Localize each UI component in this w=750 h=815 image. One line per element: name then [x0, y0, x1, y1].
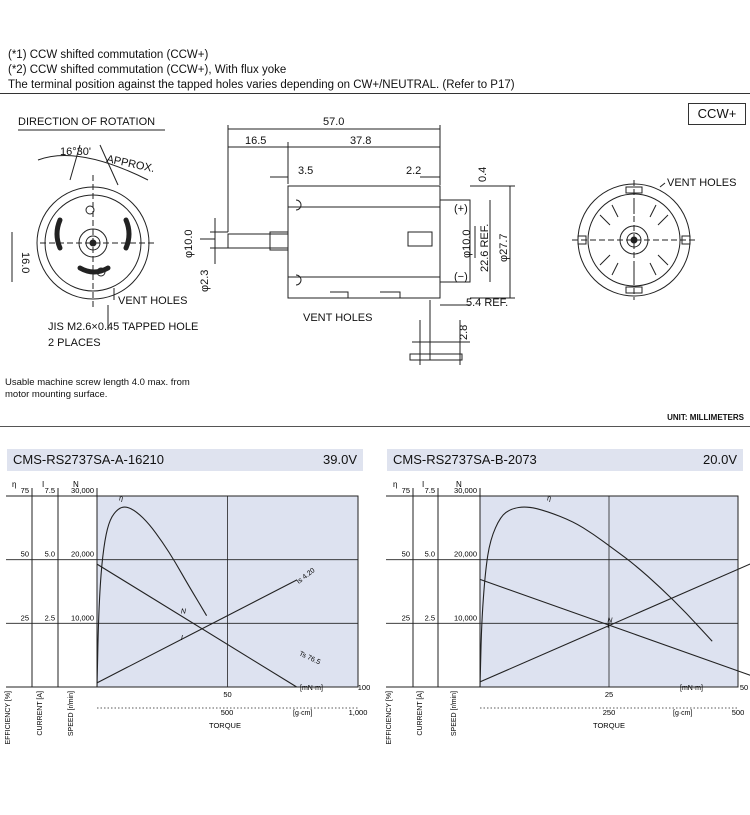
chart-1-x-tick-gcm: 1,000	[349, 708, 368, 717]
dim-phi10-right: φ10.0	[461, 229, 473, 258]
dim-22-6: 22.6 REF.	[479, 224, 491, 272]
screw-note-line-1: Usable machine screw length 4.0 max. fro…	[5, 377, 190, 388]
tapped-hole-label: JIS M2.6×0.45 TAPPED HOLE	[48, 321, 198, 333]
chart-1-efficiency-tick: 50	[21, 550, 29, 559]
chart-2-efficiency-tick: 25	[402, 613, 410, 622]
chart-2-x-unit: [mN·m]	[680, 685, 703, 692]
screw-note-line-2: motor mounting surface.	[5, 389, 108, 400]
unit-label: UNIT: MILLIMETERS	[667, 413, 744, 422]
chart-2-efficiency-tick: 50	[402, 550, 410, 559]
chart-2-speed-tick: 20,000	[454, 550, 477, 559]
chart-2-x-tick-gcm: 250	[603, 708, 616, 717]
chart-2-eta-header: η	[393, 480, 397, 489]
dim-3-5: 3.5	[298, 165, 313, 177]
chart-1-x-unit-gcm: [g·cm]	[293, 710, 313, 717]
chart-2-speed-tick: 10,000	[454, 613, 477, 622]
vent-holes-bottom-label: VENT HOLES	[303, 312, 373, 324]
chart-1-current-axis-title: CURRENT [A]	[37, 691, 44, 736]
chart-1-speed-tick: 10,000	[71, 613, 94, 622]
mid-rule	[0, 426, 750, 427]
chart-2-current-series-label: I	[607, 623, 609, 630]
ccw-badge: CCW+	[688, 103, 746, 125]
chart-2-voltage: 20.0V	[703, 452, 737, 467]
chart-1-speed-tick: 30,000	[71, 486, 94, 495]
angle-label: 16°30'	[60, 146, 91, 158]
chart-2-current-tick: 5.0	[425, 550, 435, 559]
vent-holes-right-label: VENT HOLES	[667, 177, 737, 189]
chart-2-x-unit-gcm: [g·cm]	[673, 710, 693, 717]
chart-2-x-axis-title: TORQUE	[593, 721, 625, 730]
dim-5-4: 5.4 REF.	[466, 297, 508, 309]
chart-1-current-series-label: I	[181, 635, 183, 642]
chart-1-i-header: I	[42, 480, 44, 489]
chart-1-efficiency-axis-title: EFFICIENCY [%]	[5, 691, 12, 745]
chart-1-voltage: 39.0V	[323, 452, 357, 467]
chart-2-current-tick: 7.5	[425, 486, 435, 495]
chart-2-speed-tick: 30,000	[454, 486, 477, 495]
chart-1-current-tick: 7.5	[45, 486, 55, 495]
chart-2-efficiency-tick: 75	[402, 486, 410, 495]
chart-1-eta-header: η	[12, 480, 16, 489]
chart-2-efficiency-series-label: η	[547, 496, 551, 503]
chart-2-series-speed	[479, 578, 750, 676]
plus-terminal: (+)	[454, 203, 468, 215]
chart-1-x-tick: 50	[223, 690, 231, 699]
chart-1-speed-tick: 20,000	[71, 550, 94, 559]
chart-1-x-axis-title: TORQUE	[209, 721, 241, 730]
chart-2-series-current	[479, 563, 750, 683]
chart-1-current-tick: 2.5	[45, 613, 55, 622]
dim-0-4: 0.4	[477, 167, 489, 182]
notes-block: (*1) CCW shifted commutation (CCW+) (*2)…	[8, 48, 515, 93]
chart-1-current-tick: 5.0	[45, 550, 55, 559]
chart-2-current-axis-title: CURRENT [A]	[417, 691, 424, 736]
chart-1-x-unit: [mN·m]	[300, 685, 323, 692]
dim-16-0: 16.0	[19, 252, 31, 273]
chart-1-x-tick-gcm: 500	[221, 708, 234, 717]
chart-2-i-header: I	[422, 480, 424, 489]
chart-2-n-header: N	[456, 480, 462, 489]
chart-2-x-tick: 25	[605, 690, 613, 699]
dim-phi2-3: φ2.3	[199, 270, 211, 292]
minus-terminal: (−)	[454, 271, 468, 283]
chart-2-speed-series-label: N	[607, 618, 613, 625]
chart-2-series-efficiency	[479, 506, 713, 688]
top-rule	[0, 93, 750, 94]
note-2: (*2) CCW shifted commutation (CCW+), Wit…	[8, 64, 287, 76]
chart-1-series-efficiency	[96, 506, 208, 688]
places-label: 2 PLACES	[48, 337, 101, 349]
chart-1-header: CMS-RS2737SA-A-16210 39.0V	[7, 449, 363, 471]
chart-1-n-header: N	[73, 480, 79, 489]
chart-1-efficiency-tick: 25	[21, 613, 29, 622]
dim-37-8: 37.8	[350, 135, 371, 147]
vent-holes-left-label: VENT HOLES	[118, 295, 188, 307]
chart-1-model: CMS-RS2737SA-A-16210	[13, 452, 165, 467]
note-3: The terminal position against the tapped…	[8, 79, 515, 91]
chart-2-efficiency-axis-title: EFFICIENCY [%]	[386, 691, 393, 745]
dim-phi10-left: φ10.0	[183, 229, 195, 258]
motor-drawing: DIRECTION OF ROTATION 16°30' APPROX. 16.…	[11, 116, 737, 365]
dim-2-8: 2.8	[458, 325, 470, 340]
dim-16-5: 16.5	[245, 135, 266, 147]
note-1: (*1) CCW shifted commutation (CCW+)	[8, 49, 209, 61]
chart-2-model: CMS-RS2737SA-B-2073	[393, 452, 537, 467]
direction-label: DIRECTION OF ROTATION	[18, 116, 155, 128]
chart-1-efficiency-tick: 75	[21, 486, 29, 495]
chart-2-x-tick: 50	[740, 683, 748, 692]
dim-57-0: 57.0	[323, 116, 344, 128]
chart-1-series-speed	[96, 563, 297, 688]
chart-2-header: CMS-RS2737SA-B-2073 20.0V	[387, 449, 743, 471]
dim-phi27-7: φ27.7	[498, 233, 510, 262]
chart-2-x-tick-gcm: 500	[732, 708, 745, 717]
chart-1-speed-series-label: N	[181, 609, 187, 616]
chart-2-speed-axis-title: SPEED [r/min]	[451, 691, 458, 736]
chart-1-efficiency-series-label: η	[119, 496, 123, 503]
chart-1-series-current	[96, 579, 297, 684]
chart-1-speed-axis-title: SPEED [r/min]	[68, 691, 75, 736]
chart-2: ηIN757.530,000505.020,000252.510,000NIηI…	[386, 480, 750, 745]
dim-2-2: 2.2	[406, 165, 421, 177]
chart-1-x-tick: 100	[358, 683, 371, 692]
chart-2-current-tick: 2.5	[425, 613, 435, 622]
